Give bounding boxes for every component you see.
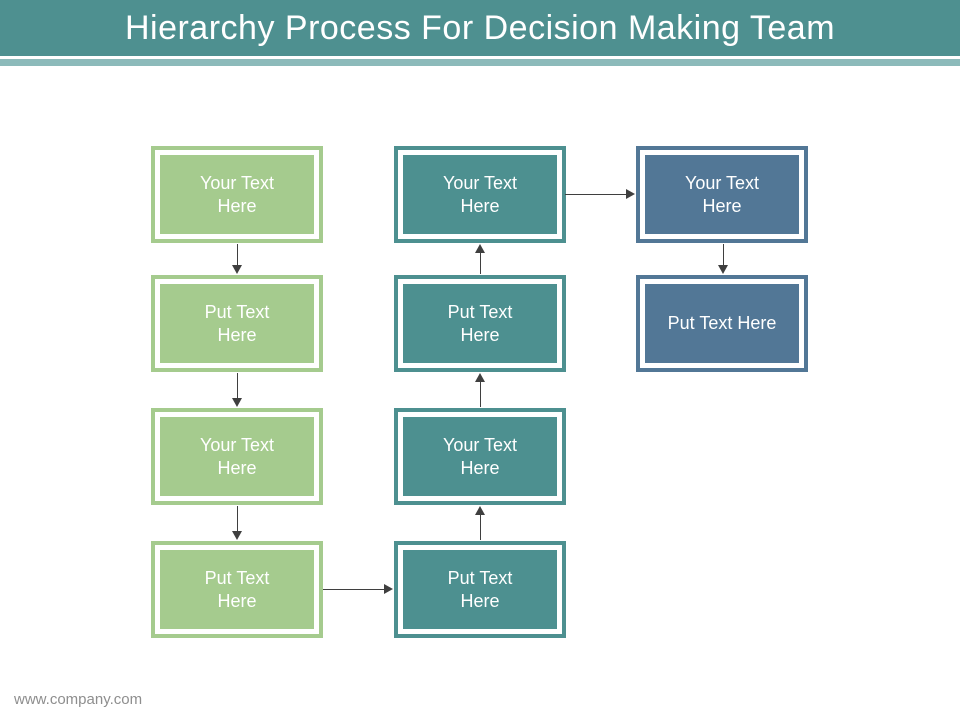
box-left-1: Your Text Here: [151, 146, 323, 243]
box-middle-4: Put Text Here: [394, 541, 566, 638]
arrowhead-up-icon: [475, 506, 485, 515]
box-label: Your Text Here: [160, 417, 314, 496]
arrowhead-down-icon: [718, 265, 728, 274]
connector-line: [723, 244, 724, 266]
box-label: Put Text Here: [645, 284, 799, 363]
connector-line: [323, 589, 385, 590]
box-left-3: Your Text Here: [151, 408, 323, 505]
box-middle-3: Your Text Here: [394, 408, 566, 505]
box-label: Your Text Here: [645, 155, 799, 234]
box-middle-1: Your Text Here: [394, 146, 566, 243]
connector-line: [480, 381, 481, 407]
page-title: Hierarchy Process For Decision Making Te…: [124, 8, 836, 47]
box-right-1: Your Text Here: [636, 146, 808, 243]
connector-line: [237, 373, 238, 399]
connector-line: [480, 514, 481, 540]
header-accent-strip: [0, 59, 960, 66]
arrowhead-right-icon: [626, 189, 635, 199]
box-label: Put Text Here: [403, 550, 557, 629]
arrowhead-down-icon: [232, 531, 242, 540]
connector-line: [480, 252, 481, 274]
connector-line: [565, 194, 627, 195]
footer-url: www.company.com: [14, 691, 143, 708]
box-left-4: Put Text Here: [151, 541, 323, 638]
box-label: Put Text Here: [160, 550, 314, 629]
box-label: Your Text Here: [403, 155, 557, 234]
box-left-2: Put Text Here: [151, 275, 323, 372]
box-label: Put Text Here: [160, 284, 314, 363]
arrowhead-down-icon: [232, 398, 242, 407]
box-label: Your Text Here: [160, 155, 314, 234]
arrowhead-up-icon: [475, 244, 485, 253]
arrowhead-up-icon: [475, 373, 485, 382]
slide-header: Hierarchy Process For Decision Making Te…: [0, 0, 960, 56]
arrowhead-right-icon: [384, 584, 393, 594]
box-label: Put Text Here: [403, 284, 557, 363]
box-right-2: Put Text Here: [636, 275, 808, 372]
box-label: Your Text Here: [403, 417, 557, 496]
connector-line: [237, 244, 238, 266]
box-middle-2: Put Text Here: [394, 275, 566, 372]
arrowhead-down-icon: [232, 265, 242, 274]
connector-line: [237, 506, 238, 532]
